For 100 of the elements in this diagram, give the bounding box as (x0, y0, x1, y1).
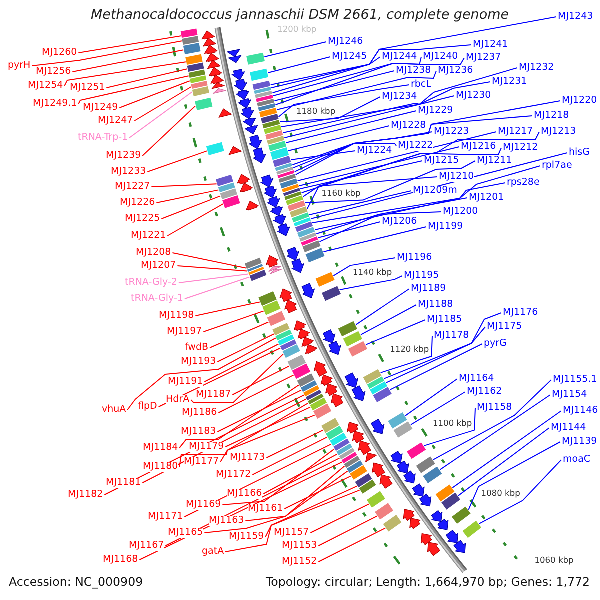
gene-block (373, 387, 392, 402)
gene-label: MJ1230 (456, 91, 492, 101)
gene-block (270, 148, 290, 160)
gene-block (355, 474, 372, 488)
gene-label: MJ1175 (487, 322, 522, 332)
leader-line (179, 402, 309, 468)
gene-label: MJ1154 (552, 390, 588, 400)
leader-line (158, 348, 282, 408)
leader-line (203, 310, 264, 332)
gene-block (326, 426, 344, 440)
gene-block (182, 36, 199, 46)
leader-line (225, 486, 358, 552)
leader-line (225, 406, 311, 448)
gene-block (267, 311, 286, 326)
gene-block (306, 248, 325, 263)
scale-label: 1180 kbp (296, 107, 336, 116)
leader-line (172, 252, 247, 269)
gene-block (258, 104, 276, 112)
gene-label: rbcL (411, 80, 432, 90)
leader-line (217, 390, 302, 432)
gene-block (436, 484, 455, 502)
gene-label: MJ1246 (328, 37, 364, 47)
gene-label: MJ1180 (143, 462, 178, 472)
gene-block (336, 444, 353, 456)
gene-block (278, 334, 294, 346)
gene-label: MJ1197 (167, 327, 202, 337)
leader-line (405, 378, 458, 416)
gene-label: rpl7ae (542, 161, 572, 171)
scale-label: 1060 kbp (534, 556, 574, 565)
leader-line (129, 92, 193, 138)
gene-label: MJ1178 (434, 331, 470, 341)
gene-label: tRNA-Trp-1 (78, 133, 128, 143)
gene-block (262, 300, 281, 316)
gene-label: MJ1216 (461, 142, 496, 152)
gene-block (302, 240, 321, 252)
gene-block (295, 222, 314, 232)
gene-label: MJ1177 (184, 457, 220, 467)
gene-block (343, 331, 362, 347)
gene-label: moaC (563, 455, 591, 465)
leader-line (312, 166, 541, 224)
gene-block (416, 456, 436, 474)
gene-label: MJ1208 (136, 248, 172, 258)
leader-line (64, 62, 186, 86)
leader-line (333, 258, 396, 276)
gene-block (257, 99, 275, 107)
gene-block (350, 465, 368, 480)
gene-label: MJ1155.1 (553, 375, 598, 385)
gene-label: HdrA (166, 395, 190, 405)
leader-line (306, 176, 438, 210)
gene-block (407, 442, 426, 460)
leader-line (297, 132, 497, 182)
gene-block (322, 286, 342, 302)
gene-label: MJ1193 (181, 357, 216, 367)
leader-line (356, 288, 410, 326)
leader-line (184, 276, 250, 300)
gene-label: MJ1249.1 (33, 99, 78, 109)
scale-label: 1080 kbp (481, 489, 520, 498)
gene-block (280, 178, 298, 189)
scale-label: 1100 kbp (433, 418, 472, 428)
leader-line (293, 100, 561, 168)
leader-line (179, 384, 300, 448)
gene-label: tRNA-Gly-1 (131, 294, 184, 304)
scale-label: 1160 kbp (322, 188, 361, 198)
leader-line (295, 116, 533, 176)
gene-block (423, 466, 442, 484)
genome-info-text: Topology: circular; Length: 1,664,970 bp; Genes: 1,772 (266, 575, 590, 589)
leader-line (318, 516, 378, 546)
gene-label: MJ1207 (141, 261, 176, 271)
gene-label: MJ1220 (562, 96, 598, 106)
leader-line (264, 42, 327, 58)
gene-block (370, 382, 388, 395)
gene-block (342, 452, 358, 464)
leader-line (281, 68, 518, 128)
gene-block (282, 184, 300, 193)
gene-label: MJ1199 (428, 222, 464, 232)
gene-block (278, 174, 296, 183)
leader-line (298, 146, 460, 186)
gene-label: MJ1187 (196, 390, 232, 400)
leader-line (217, 334, 275, 362)
gene-block (250, 68, 268, 82)
gene-block (188, 70, 206, 78)
gene-label: pyrH (8, 61, 31, 71)
leader-line (458, 428, 550, 496)
gene-block (276, 167, 294, 175)
gene-block (452, 506, 471, 524)
gene-label: MJ1146 (563, 406, 598, 416)
leader-line (314, 182, 506, 230)
gene-block (308, 394, 324, 405)
gene-block (286, 196, 304, 206)
leader-line (190, 354, 284, 403)
gene-label: MJ1165 (168, 528, 204, 538)
gene-label: MJ1173 (230, 453, 266, 463)
gene-block (394, 422, 413, 438)
gene-block (273, 156, 292, 168)
leader-line (265, 490, 360, 538)
gene-block (344, 456, 360, 468)
leader-line (410, 392, 466, 426)
leader-line (232, 366, 290, 396)
gene-block (282, 344, 300, 358)
leader-line (294, 143, 397, 172)
